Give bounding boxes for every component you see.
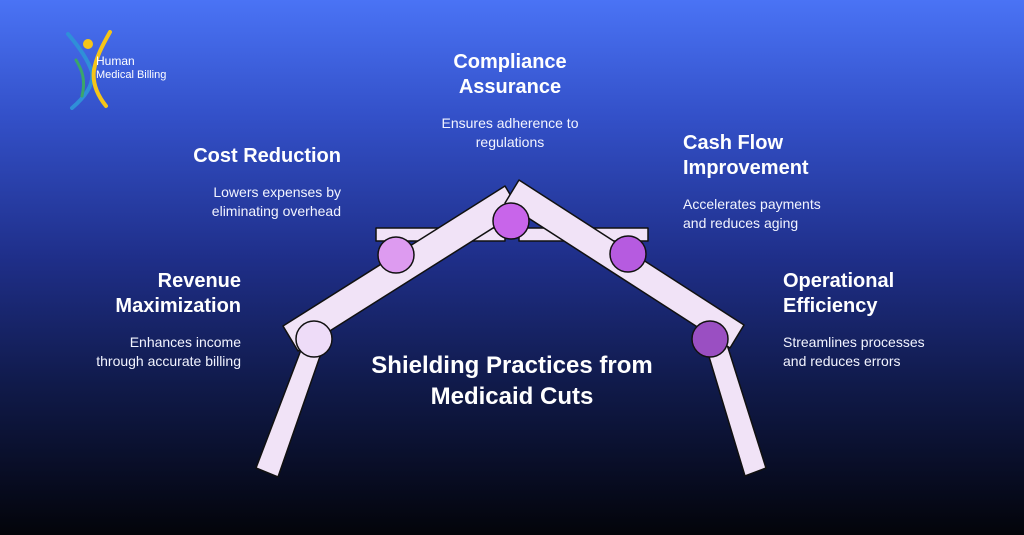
item-title: Operational Efficiency: [783, 270, 895, 317]
node-revenue: [295, 320, 333, 358]
item-description: Enhances income through accurate billing: [96, 334, 241, 369]
item-title: Cost Reduction: [193, 145, 341, 167]
item-cashflow: Cash Flow Improvement Accelerates paymen…: [683, 131, 883, 233]
item-operational: Operational Efficiency Streamlines proce…: [783, 269, 983, 371]
arch-leg-left: [255, 341, 326, 478]
node-compliance: [492, 202, 530, 240]
human-figure-logo-icon: [66, 30, 112, 110]
item-description: Streamlines processes and reduces errors: [783, 334, 925, 369]
item-revenue: Revenue Maximization Enhances income thr…: [60, 269, 241, 371]
node-cost: [377, 236, 415, 274]
item-title: Revenue Maximization: [115, 270, 241, 317]
main-title: Shielding Practices from Medicaid Cuts: [371, 352, 653, 410]
brand-name-line2: Medical Billing: [96, 69, 167, 81]
item-description: Lowers expenses by eliminating overhead: [211, 184, 341, 219]
node-operational: [691, 320, 729, 358]
item-description: Ensures adherence to regulations: [441, 115, 579, 150]
item-title: Compliance Assurance: [453, 51, 567, 98]
item-cost: Cost Reduction Lowers expenses by elimin…: [160, 144, 341, 221]
item-title: Cash Flow Improvement: [683, 132, 809, 179]
item-description: Accelerates payments and reduces aging: [683, 196, 821, 231]
item-compliance: Compliance Assurance Ensures adherence t…: [400, 50, 620, 152]
brand-name-line1: Human: [96, 54, 135, 68]
node-cashflow: [609, 235, 647, 273]
